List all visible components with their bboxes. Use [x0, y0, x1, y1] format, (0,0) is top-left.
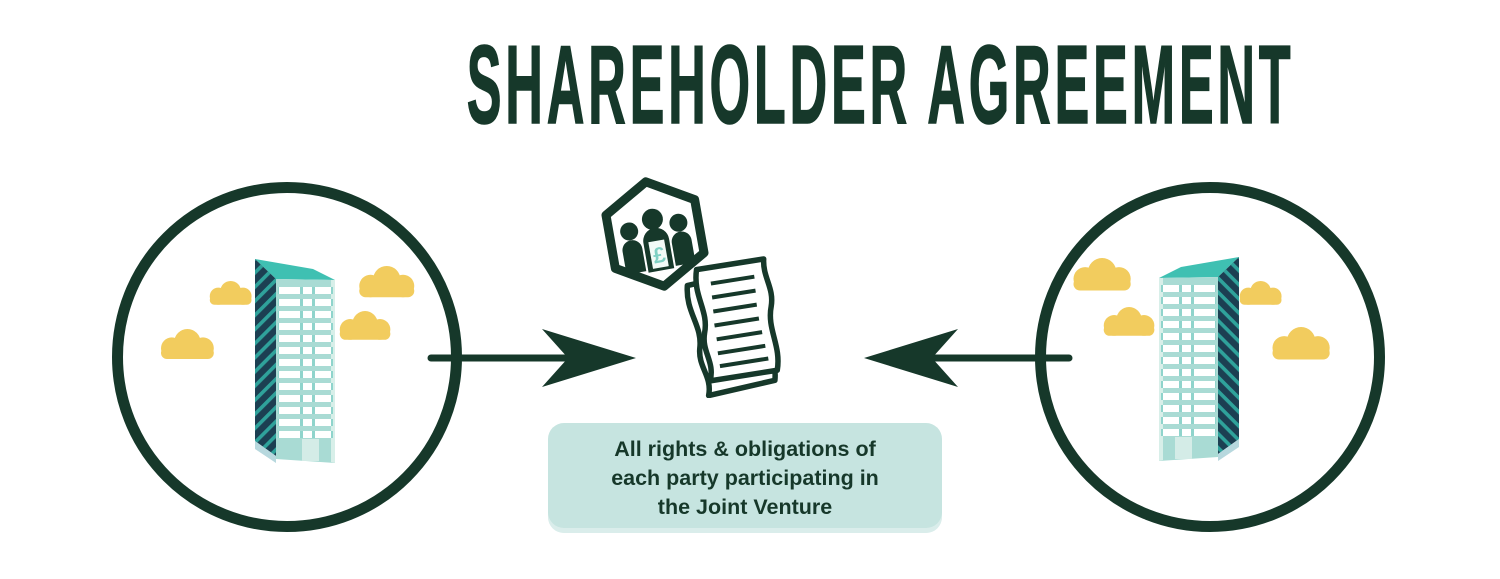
person-icon	[622, 240, 647, 275]
person-icon	[620, 222, 639, 241]
cloud-icon	[1103, 307, 1155, 336]
cloud-icon	[209, 281, 252, 305]
shareholders-hexagon-icon: £	[601, 177, 709, 291]
left-company-illustration	[161, 259, 415, 463]
person-icon	[641, 208, 663, 230]
right-company-illustration	[1073, 257, 1330, 461]
pound-panel	[648, 239, 669, 269]
person-icon	[671, 231, 696, 266]
cloud-icon	[1272, 327, 1330, 360]
pound-symbol: £	[651, 242, 668, 269]
arrow-right-icon	[427, 329, 636, 387]
page-title: SHAREHOLDER AGREEMENT	[0, 23, 1500, 147]
page-title-text: SHAREHOLDER AGREEMENT	[466, 23, 1295, 147]
document-text-lines	[710, 274, 769, 369]
agreement-document-icon	[684, 256, 781, 398]
office-building-icon	[1159, 257, 1239, 461]
cloud-icon	[339, 311, 391, 340]
cloud-icon	[161, 329, 214, 359]
cloud-icon	[1239, 281, 1282, 305]
note-text: All rights & obligations of each party p…	[611, 436, 879, 519]
cloud-icon	[1073, 258, 1131, 291]
note-box: All rights & obligations of each party p…	[548, 423, 942, 533]
office-building-icon	[255, 259, 335, 463]
person-icon	[669, 213, 688, 232]
cloud-icon	[359, 266, 415, 298]
arrow-left-icon	[864, 329, 1073, 387]
